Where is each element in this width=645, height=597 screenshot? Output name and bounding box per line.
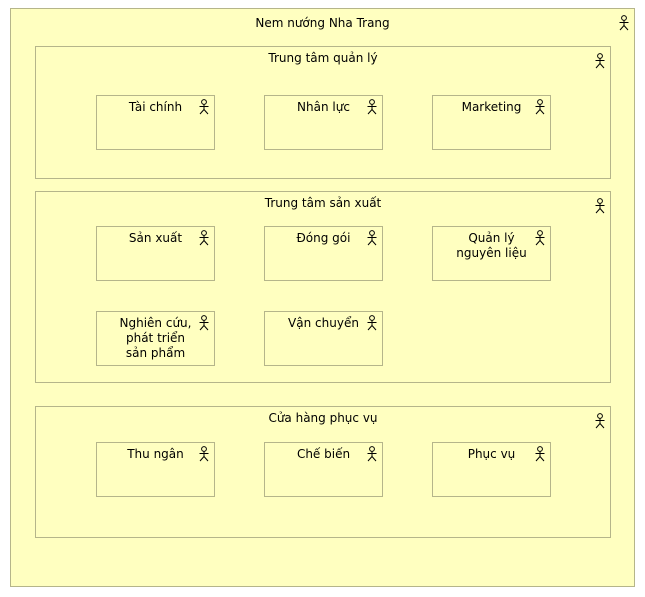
organization-box[interactable]: Nem nướng Nha Trang Trung tâm quản lý Tà… xyxy=(10,8,635,587)
unit-box[interactable]: Quản lý nguyên liệu xyxy=(432,226,551,281)
unit-box[interactable]: Thu ngân xyxy=(96,442,215,497)
actor-icon xyxy=(595,53,605,69)
unit-label: Chế biến xyxy=(296,447,351,461)
unit-box[interactable]: Nghiên cứu, phát triển sản phẩm xyxy=(96,311,215,366)
unit-box[interactable]: Đóng gói xyxy=(264,226,383,281)
unit-box[interactable]: Marketing xyxy=(432,95,551,150)
unit-label: Vận chuyển xyxy=(288,316,359,330)
unit-box[interactable]: Sản xuất xyxy=(96,226,215,281)
group-title: Trung tâm sản xuất xyxy=(264,196,382,210)
unit-box[interactable]: Tài chính xyxy=(96,95,215,150)
unit-label: Marketing xyxy=(461,100,522,114)
actor-icon xyxy=(199,99,209,115)
actor-icon xyxy=(535,446,545,462)
actor-icon xyxy=(199,230,209,246)
actor-icon xyxy=(595,198,605,214)
unit-box[interactable]: Chế biến xyxy=(264,442,383,497)
unit-label: Phục vụ xyxy=(467,447,516,461)
group-title: Trung tâm quản lý xyxy=(268,51,378,65)
unit-label: Thu ngân xyxy=(127,447,184,461)
actor-icon xyxy=(595,413,605,429)
unit-label: Tài chính xyxy=(128,100,183,114)
actor-icon xyxy=(367,99,377,115)
actor-icon xyxy=(367,315,377,331)
unit-label: Quản lý nguyên liệu xyxy=(456,231,527,260)
unit-label: Sản xuất xyxy=(128,231,183,245)
actor-icon xyxy=(199,446,209,462)
actor-icon xyxy=(367,230,377,246)
actor-icon xyxy=(535,99,545,115)
unit-box[interactable]: Nhân lực xyxy=(264,95,383,150)
actor-icon xyxy=(535,230,545,246)
group-service-store[interactable]: Cửa hàng phục vụ Thu ngân Chế biến Phục … xyxy=(35,406,611,538)
unit-box[interactable]: Phục vụ xyxy=(432,442,551,497)
unit-label: Nghiên cứu, phát triển sản phẩm xyxy=(119,316,192,360)
actor-icon xyxy=(619,15,629,31)
actor-icon xyxy=(199,315,209,331)
group-management-center[interactable]: Trung tâm quản lý Tài chính Nhân lực Mar… xyxy=(35,46,611,179)
unit-label: Đóng gói xyxy=(296,231,351,245)
organization-title: Nem nướng Nha Trang xyxy=(255,16,390,30)
unit-label: Nhân lực xyxy=(297,100,350,114)
group-production-center[interactable]: Trung tâm sản xuất Sản xuất Đóng gói Quả… xyxy=(35,191,611,383)
unit-box[interactable]: Vận chuyển xyxy=(264,311,383,366)
group-title: Cửa hàng phục vụ xyxy=(268,411,378,425)
actor-icon xyxy=(367,446,377,462)
